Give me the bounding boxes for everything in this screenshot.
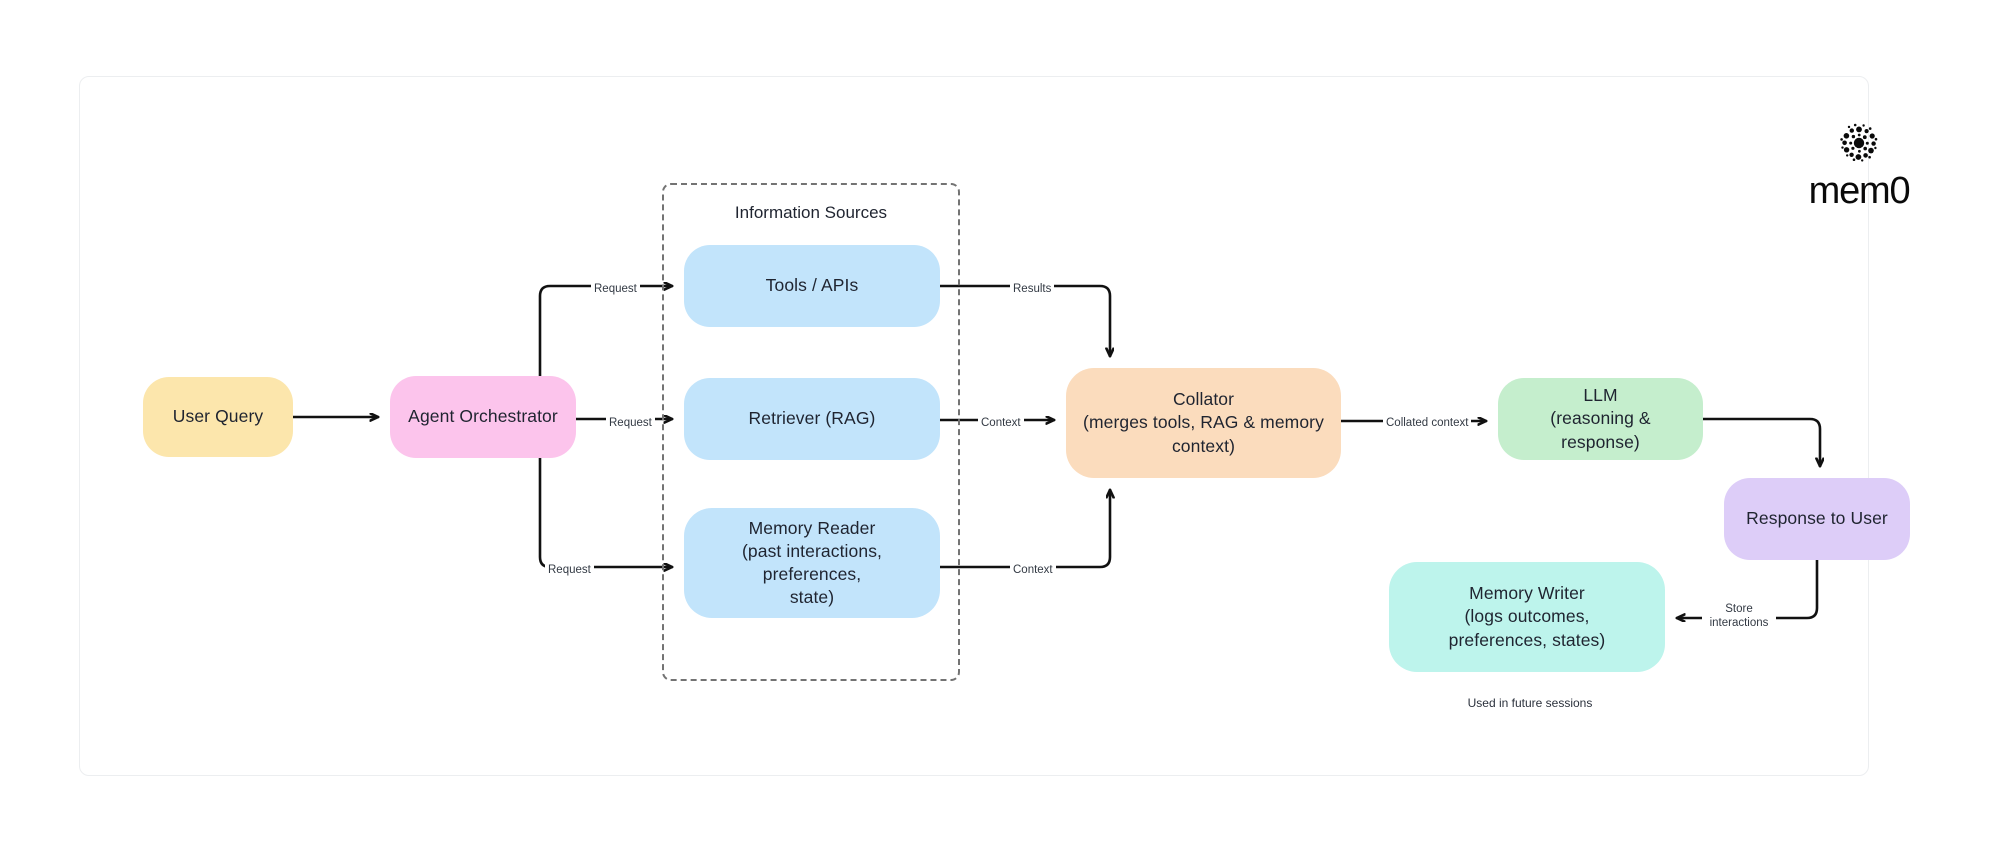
edge-label-store-interactions-line2: interactions — [1709, 617, 1769, 630]
mem0-logo: mem0 — [1799, 117, 1919, 210]
node-collator-text: Collator (merges tools, RAG & memory con… — [1083, 388, 1324, 457]
node-response-to-user-label: Response to User — [1746, 508, 1888, 529]
node-collator-line1: Collator — [1172, 389, 1235, 410]
edge-label-request-memory-reader: Request — [545, 563, 594, 578]
edge-label-store-interactions: Store interactions — [1702, 602, 1776, 631]
edge-label-request-tools: Request — [591, 282, 640, 297]
node-memory-reader[interactable]: Memory Reader (past interactions, prefer… — [684, 508, 940, 618]
node-llm[interactable]: LLM (reasoning & response) — [1498, 378, 1703, 460]
edge-label-request-retriever: Request — [606, 416, 655, 431]
node-user-query-label: User Query — [172, 406, 264, 427]
node-user-query[interactable]: User Query — [143, 377, 293, 457]
information-sources-title: Information Sources — [734, 203, 888, 222]
node-tools-apis[interactable]: Tools / APIs — [684, 245, 940, 327]
node-memory-reader-line1: Memory Reader — [748, 517, 876, 538]
node-collator-line2: (merges tools, RAG & memory — [1083, 412, 1324, 433]
node-llm-line1: LLM — [1583, 385, 1618, 406]
node-llm-line2: (reasoning & response) — [1550, 408, 1651, 452]
node-agent-orchestrator[interactable]: Agent Orchestrator — [390, 376, 576, 458]
mem0-wordmark: mem0 — [1808, 170, 1911, 212]
node-memory-reader-line2: (past interactions, preferences, — [741, 540, 883, 584]
mem0-dot-burst-icon — [1840, 123, 1878, 162]
information-sources-group — [662, 183, 960, 681]
node-agent-orchestrator-label: Agent Orchestrator — [408, 406, 558, 427]
node-llm-text: LLM (reasoning & response) — [1510, 384, 1691, 453]
edge-label-context-retriever: Context — [978, 416, 1024, 431]
node-response-to-user[interactable]: Response to User — [1724, 478, 1910, 560]
edge-label-store-interactions-line1: Store — [1725, 603, 1753, 615]
node-retriever-rag[interactable]: Retriever (RAG) — [684, 378, 940, 460]
node-memory-writer-line2: (logs outcomes, — [1464, 606, 1590, 627]
node-memory-writer[interactable]: Memory Writer (logs outcomes, preference… — [1389, 562, 1665, 672]
edge-label-collated-context: Collated context — [1383, 416, 1472, 431]
node-collator-line3: context) — [1171, 435, 1236, 456]
node-memory-writer-line3: preferences, states) — [1448, 629, 1606, 650]
node-retriever-rag-label: Retriever (RAG) — [748, 408, 876, 429]
node-memory-reader-line3: state) — [789, 587, 835, 608]
edge-label-context-memory-reader: Context — [1010, 563, 1056, 578]
node-tools-apis-label: Tools / APIs — [765, 275, 859, 296]
edge-label-results: Results — [1010, 282, 1055, 297]
node-memory-writer-text: Memory Writer (logs outcomes, preference… — [1449, 582, 1606, 651]
node-collator[interactable]: Collator (merges tools, RAG & memory con… — [1066, 368, 1341, 478]
node-memory-reader-text: Memory Reader (past interactions, prefer… — [696, 517, 928, 609]
caption-used-in-future-sessions: Used in future sessions — [1389, 696, 1671, 711]
node-memory-writer-line1: Memory Writer — [1469, 583, 1585, 604]
